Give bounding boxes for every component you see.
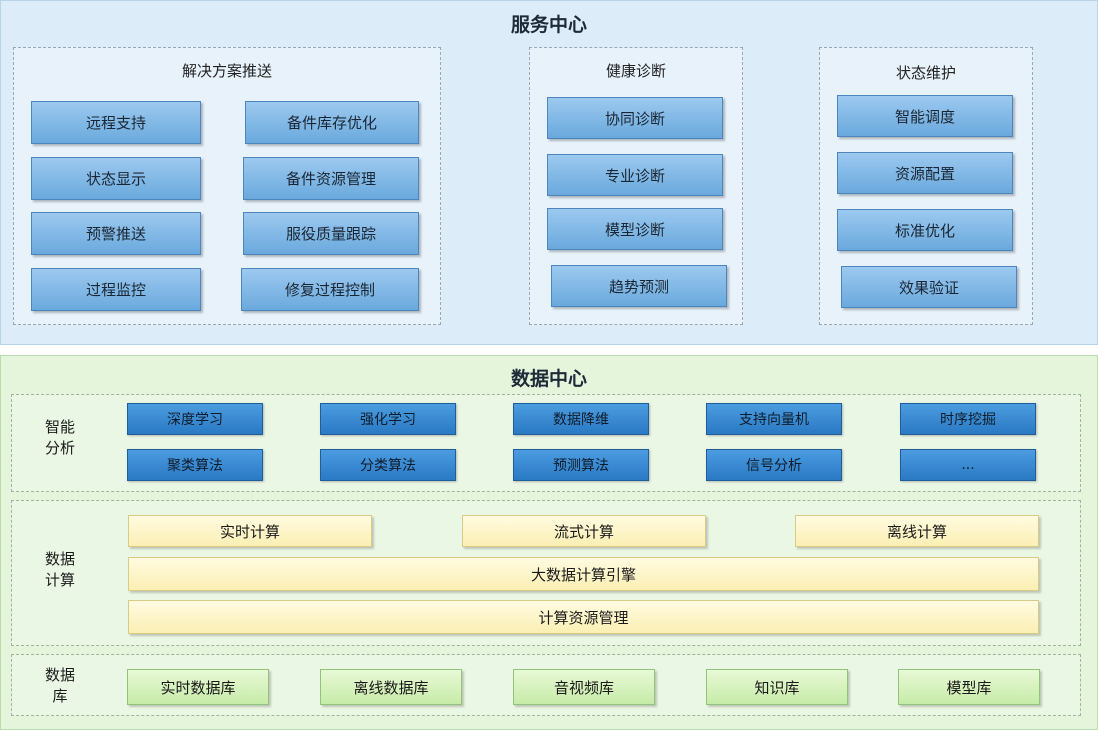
- clustering-button[interactable]: 聚类算法: [127, 449, 263, 481]
- spare-inventory-button[interactable]: 备件库存优化: [245, 101, 419, 144]
- repair-control-button[interactable]: 修复过程控制: [241, 268, 419, 311]
- analysis-section: 智能 分析 深度学习 强化学习 数据降维 支持向量机 时序挖掘 聚类算法 分类算…: [11, 394, 1081, 492]
- standard-optimize-button[interactable]: 标准优化: [837, 209, 1013, 251]
- service-center-title: 服务中心: [510, 14, 587, 36]
- status-maintenance-group: 状态维护 智能调度 资源配置 标准优化 效果验证: [819, 47, 1033, 325]
- signal-analysis-button[interactable]: 信号分析: [706, 449, 842, 481]
- reinforcement-learning-button[interactable]: 强化学习: [320, 403, 456, 435]
- solution-push-title: 解决方案推送: [181, 62, 272, 80]
- spare-resource-button[interactable]: 备件资源管理: [243, 157, 419, 200]
- status-display-button[interactable]: 状态显示: [31, 157, 201, 200]
- database-label: 数据 库: [44, 666, 75, 705]
- data-center-title: 数据中心: [510, 368, 587, 390]
- data-center-panel: 数据中心 智能 分析 深度学习 强化学习 数据降维 支持向量机 时序挖掘 聚类算…: [0, 355, 1098, 730]
- trend-forecast-button[interactable]: 趋势预测: [551, 265, 727, 307]
- model-diagnosis-button[interactable]: 模型诊断: [547, 208, 723, 250]
- process-monitor-button[interactable]: 过程监控: [31, 268, 201, 311]
- prediction-button[interactable]: 预测算法: [513, 449, 649, 481]
- classification-button[interactable]: 分类算法: [320, 449, 456, 481]
- realtime-compute-button[interactable]: 实时计算: [128, 515, 372, 547]
- health-diagnosis-title: 健康诊断: [605, 62, 666, 80]
- compute-section: 数据 计算 实时计算 流式计算 离线计算 大数据计算引擎 计算资源管理: [11, 500, 1081, 646]
- resource-config-button[interactable]: 资源配置: [837, 152, 1013, 194]
- dim-reduction-button[interactable]: 数据降维: [513, 403, 649, 435]
- model-db-button[interactable]: 模型库: [898, 669, 1040, 705]
- service-quality-button[interactable]: 服役质量跟踪: [243, 212, 419, 255]
- warning-push-button[interactable]: 预警推送: [31, 212, 201, 255]
- analysis-label: 智能 分析: [44, 418, 75, 457]
- service-center-panel: 服务中心 解决方案推送 远程支持 备件库存优化 状态显示 备件资源管理 预警推送…: [0, 0, 1098, 345]
- realtime-db-button[interactable]: 实时数据库: [127, 669, 269, 705]
- timeseries-mining-button[interactable]: 时序挖掘: [900, 403, 1036, 435]
- collab-diagnosis-button[interactable]: 协同诊断: [547, 97, 723, 139]
- svm-button[interactable]: 支持向量机: [706, 403, 842, 435]
- knowledge-db-button[interactable]: 知识库: [706, 669, 848, 705]
- deep-learning-button[interactable]: 深度学习: [127, 403, 263, 435]
- offline-compute-button[interactable]: 离线计算: [795, 515, 1039, 547]
- database-section: 数据 库 实时数据库 离线数据库 音视频库 知识库 模型库: [11, 654, 1081, 716]
- av-db-button[interactable]: 音视频库: [513, 669, 655, 705]
- effect-verify-button[interactable]: 效果验证: [841, 266, 1017, 308]
- stream-compute-button[interactable]: 流式计算: [462, 515, 706, 547]
- remote-support-button[interactable]: 远程支持: [31, 101, 201, 144]
- solution-push-group: 解决方案推送 远程支持 备件库存优化 状态显示 备件资源管理 预警推送 服役质量…: [13, 47, 441, 325]
- health-diagnosis-group: 健康诊断 协同诊断 专业诊断 模型诊断 趋势预测: [529, 47, 743, 325]
- offline-db-button[interactable]: 离线数据库: [320, 669, 462, 705]
- resource-management-button[interactable]: 计算资源管理: [128, 600, 1039, 634]
- bigdata-engine-button[interactable]: 大数据计算引擎: [128, 557, 1039, 591]
- more-button[interactable]: ...: [900, 449, 1036, 481]
- expert-diagnosis-button[interactable]: 专业诊断: [547, 154, 723, 196]
- status-maintenance-title: 状态维护: [895, 64, 956, 82]
- smart-dispatch-button[interactable]: 智能调度: [837, 95, 1013, 137]
- compute-label: 数据 计算: [44, 550, 75, 589]
